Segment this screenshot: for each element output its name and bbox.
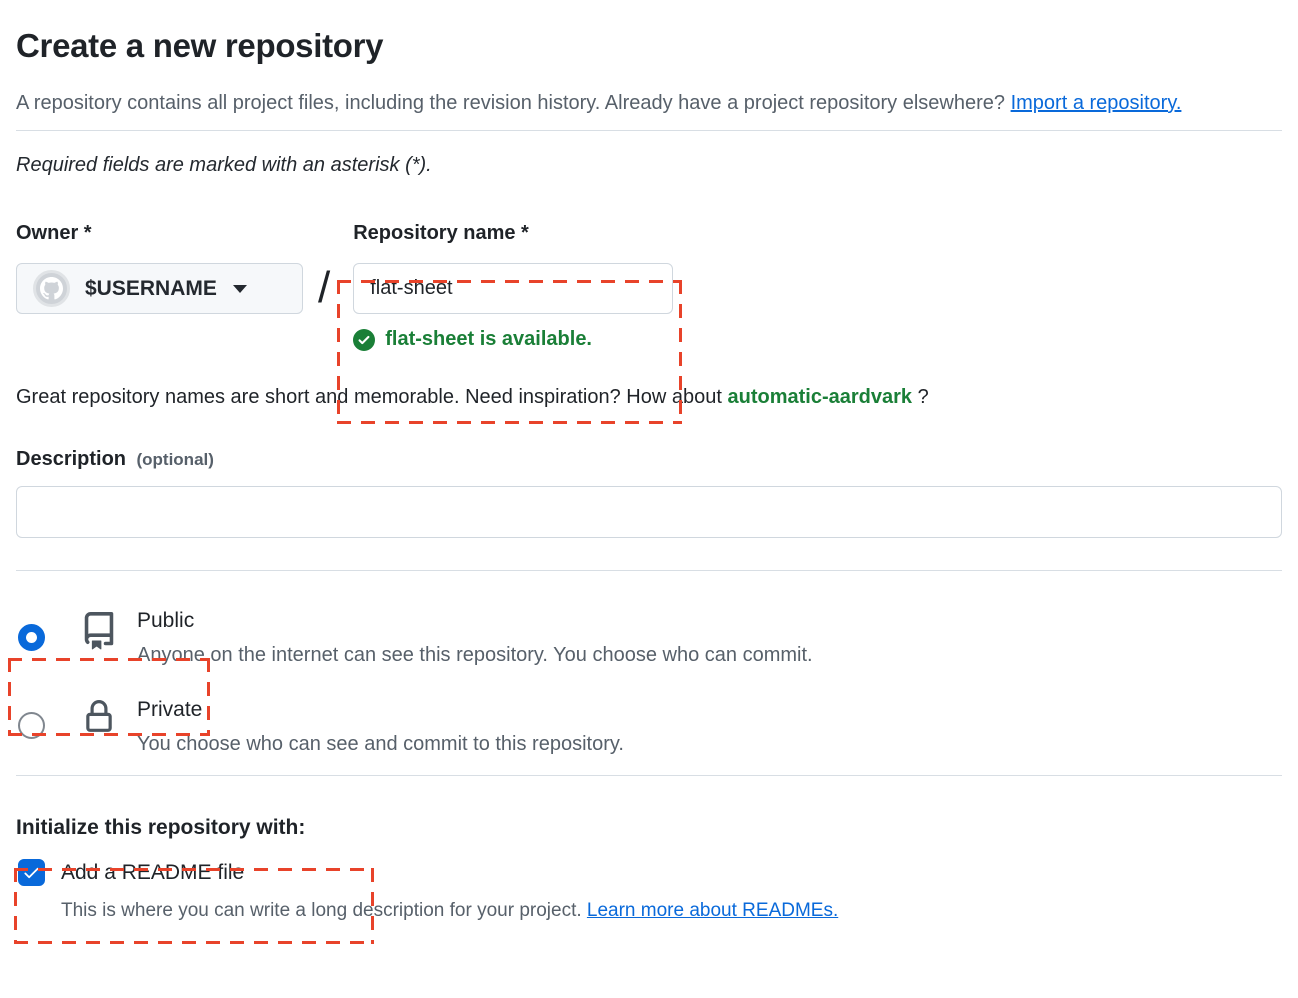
public-radio[interactable] bbox=[18, 624, 45, 651]
inspiration-text: Great repository names are short and mem… bbox=[16, 385, 1282, 410]
private-description: You choose who can see and commit to thi… bbox=[137, 733, 624, 755]
owner-repo-row: Owner * $USERNAME / Repository name * fl… bbox=[16, 221, 1282, 351]
lock-icon bbox=[79, 697, 119, 737]
chevron-down-icon bbox=[232, 284, 247, 293]
octocat-avatar-icon bbox=[33, 270, 70, 307]
check-circle-icon bbox=[353, 328, 376, 351]
inspiration-before: Great repository names are short and mem… bbox=[16, 386, 728, 408]
readme-checkbox-label[interactable]: Add a README file bbox=[61, 860, 245, 884]
initialize-heading: Initialize this repository with: bbox=[16, 816, 306, 839]
description-input[interactable] bbox=[16, 486, 1282, 538]
visibility-option-public: Public Anyone on the internet can see th… bbox=[16, 608, 1282, 668]
owner-field: Owner * $USERNAME bbox=[16, 221, 303, 314]
owner-repo-separator: / bbox=[318, 263, 331, 312]
page-title: Create a new repository bbox=[16, 27, 384, 64]
repo-book-icon bbox=[79, 610, 119, 652]
private-radio[interactable] bbox=[18, 712, 45, 739]
divider-top bbox=[16, 130, 1282, 131]
readme-checkbox-row: Add a README file bbox=[16, 859, 1282, 886]
checkmark-icon bbox=[24, 867, 39, 879]
intro-text: A repository contains all project files,… bbox=[16, 84, 1211, 122]
description-optional-hint: (optional) bbox=[136, 450, 214, 469]
availability-text: flat-sheet is available. bbox=[385, 328, 592, 350]
public-label[interactable]: Public bbox=[137, 609, 195, 632]
import-repository-link[interactable]: Import a repository. bbox=[1010, 92, 1182, 114]
owner-label: Owner * bbox=[16, 222, 92, 244]
learn-more-readmes-link[interactable]: Learn more about READMEs. bbox=[586, 900, 839, 921]
suggested-repo-name[interactable]: automatic-aardvark bbox=[727, 386, 913, 408]
readme-helper-text: This is where you can write a long descr… bbox=[61, 898, 1282, 923]
create-repository-page: Create a new repository A repository con… bbox=[0, 26, 1298, 998]
private-label[interactable]: Private bbox=[137, 698, 203, 721]
readme-checkbox[interactable] bbox=[18, 859, 45, 886]
repository-name-label: Repository name * bbox=[353, 222, 529, 244]
repository-name-field: Repository name * flat-sheet is availabl… bbox=[353, 221, 674, 351]
visibility-option-private: Private You choose who can see and commi… bbox=[16, 697, 1282, 757]
divider-description bbox=[16, 570, 1282, 571]
readme-helper-body: This is where you can write a long descr… bbox=[61, 900, 587, 921]
public-texts: Public Anyone on the internet can see th… bbox=[137, 608, 813, 668]
repository-name-input[interactable] bbox=[353, 263, 674, 314]
public-description: Anyone on the internet can see this repo… bbox=[137, 644, 813, 666]
intro-text-body: A repository contains all project files,… bbox=[16, 92, 1011, 114]
required-fields-note: Required fields are marked with an aster… bbox=[16, 154, 432, 176]
owner-username: $USERNAME bbox=[85, 276, 217, 300]
description-label: Description bbox=[16, 448, 127, 470]
availability-message: flat-sheet is available. bbox=[353, 328, 673, 351]
private-texts: Private You choose who can see and commi… bbox=[137, 697, 624, 757]
owner-select-button[interactable]: $USERNAME bbox=[16, 263, 303, 314]
description-label-row: Description (optional) bbox=[16, 448, 1282, 471]
inspiration-after: ? bbox=[912, 386, 929, 408]
divider-visibility bbox=[16, 775, 1282, 776]
